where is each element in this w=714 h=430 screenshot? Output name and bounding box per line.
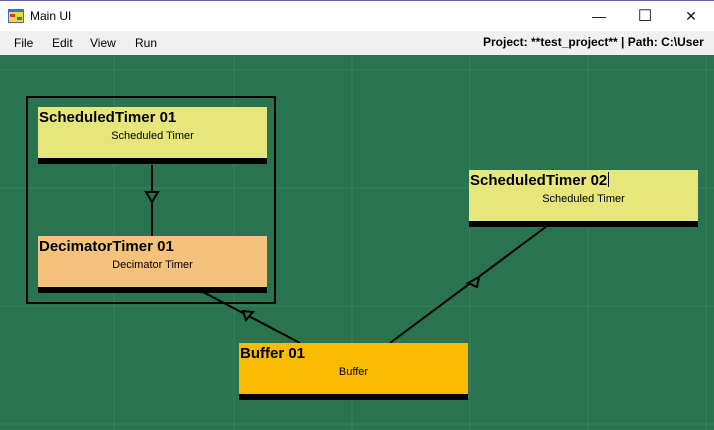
maximize-button[interactable]: ☐ bbox=[622, 1, 668, 31]
link-arrow-icon bbox=[241, 309, 256, 322]
node-title-text[interactable]: ScheduledTimer 02 bbox=[470, 172, 608, 189]
project-status: Project: **test_project** | Path: C:\Use… bbox=[483, 35, 704, 49]
window-title: Main UI bbox=[30, 9, 72, 23]
text-cursor bbox=[608, 172, 610, 187]
graph-canvas[interactable]: ScheduledTimer 01 Scheduled Timer Decima… bbox=[0, 55, 714, 430]
node-buffer-01[interactable]: Buffer 01 Buffer bbox=[239, 343, 468, 400]
node-decimator-timer-01[interactable]: DecimatorTimer 01 Decimator Timer bbox=[38, 236, 267, 293]
menu-edit[interactable]: Edit bbox=[52, 36, 73, 50]
menu-view[interactable]: View bbox=[90, 36, 116, 50]
minimize-icon: — bbox=[592, 8, 606, 24]
menu-file[interactable]: File bbox=[14, 36, 34, 50]
node-group[interactable] bbox=[26, 96, 276, 304]
node-subtitle: Scheduled Timer bbox=[111, 130, 194, 142]
maximize-icon: ☐ bbox=[637, 8, 653, 25]
title-bar: Main UI — ☐ ✕ bbox=[0, 0, 714, 31]
link-scheduled02-buffer01 bbox=[389, 225, 548, 344]
minimize-button[interactable]: — bbox=[576, 1, 622, 31]
close-icon: ✕ bbox=[685, 7, 697, 24]
node-title: DecimatorTimer 01 bbox=[39, 238, 174, 255]
menu-run[interactable]: Run bbox=[135, 36, 158, 50]
node-subtitle: Decimator Timer bbox=[112, 259, 193, 271]
menu-bar: File Edit View Run Project: **test_proje… bbox=[0, 31, 714, 55]
node-subtitle: Scheduled Timer bbox=[542, 193, 625, 205]
connection-layer bbox=[144, 165, 548, 344]
link-decimator01-buffer01 bbox=[202, 291, 301, 344]
app-icon bbox=[8, 9, 24, 23]
node-title: ScheduledTimer 02 bbox=[470, 172, 610, 189]
link-arrow-icon bbox=[144, 191, 160, 204]
node-scheduled-timer-01[interactable]: ScheduledTimer 01 Scheduled Timer bbox=[38, 107, 267, 164]
node-title: Buffer 01 bbox=[240, 345, 306, 362]
node-scheduled-timer-02[interactable]: ScheduledTimer 02 Scheduled Timer bbox=[469, 170, 698, 227]
close-button[interactable]: ✕ bbox=[668, 1, 714, 31]
link-arrow-icon bbox=[465, 275, 481, 289]
node-subtitle: Buffer bbox=[338, 366, 369, 378]
node-title: ScheduledTimer 01 bbox=[39, 109, 177, 126]
